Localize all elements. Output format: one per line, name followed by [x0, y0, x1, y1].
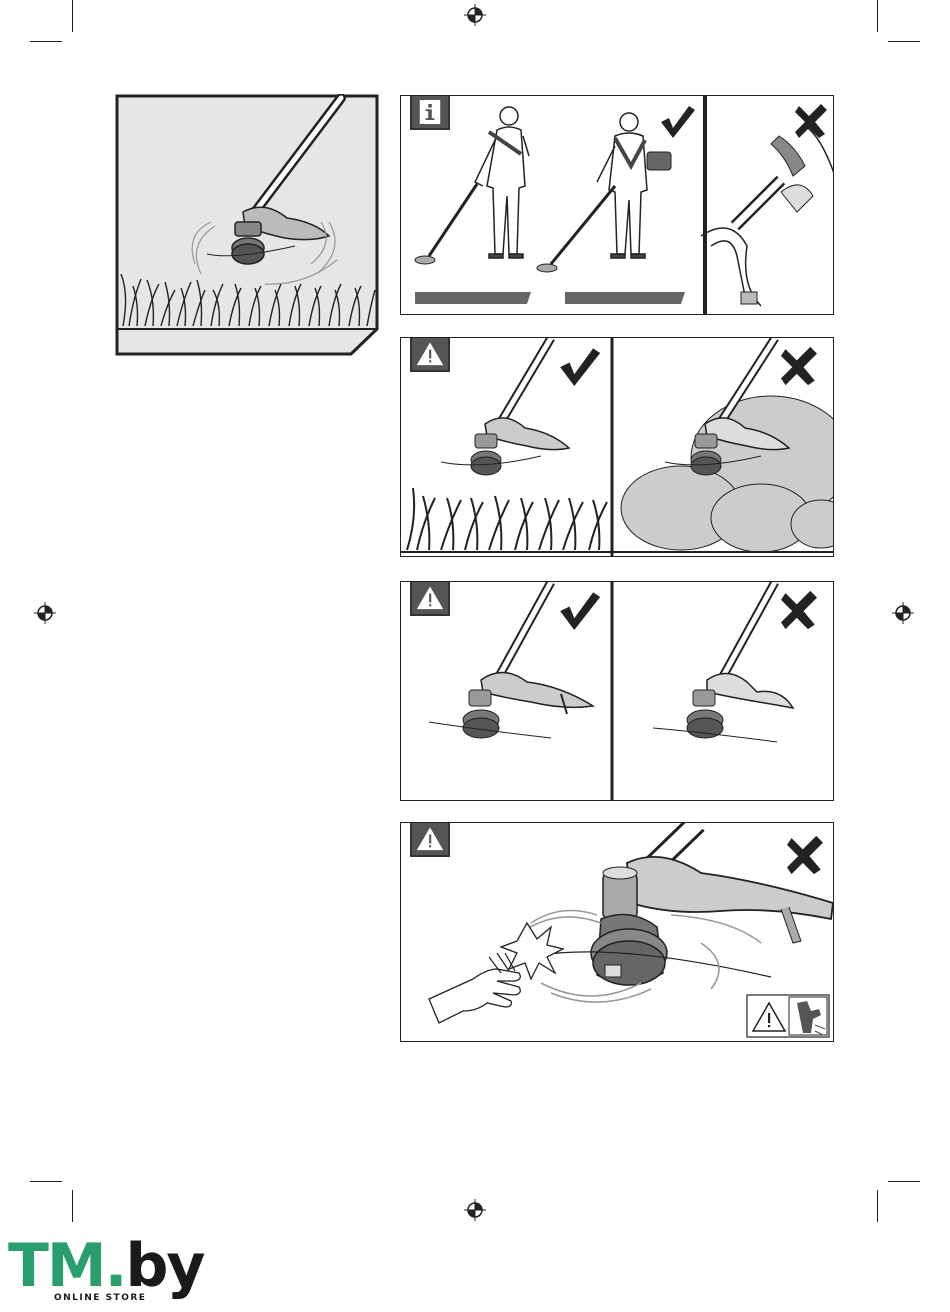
trim-mark	[30, 41, 62, 42]
check-mark-icon	[557, 590, 601, 630]
trim-mark	[30, 1181, 62, 1182]
cross-mark-icon	[795, 104, 827, 138]
trim-mark	[877, 1190, 878, 1222]
registration-mark-icon	[34, 602, 56, 624]
logo-brand-dot: .	[105, 1231, 126, 1301]
overview-panel	[115, 94, 380, 356]
trim-mark	[888, 1181, 920, 1182]
check-mark-icon	[659, 104, 695, 138]
trim-mark	[877, 0, 878, 32]
registration-mark-icon	[464, 4, 486, 26]
guard-fitted-panel	[400, 581, 834, 801]
cross-mark-icon	[787, 835, 823, 875]
check-mark-icon	[557, 346, 601, 386]
trim-mark	[888, 41, 920, 42]
cross-mark-icon	[781, 590, 817, 630]
registration-mark-icon	[464, 1199, 486, 1221]
tmby-logo[interactable]: TM.by ONLINE STORE	[8, 1236, 158, 1306]
trim-mark	[72, 0, 73, 32]
warning-icon	[747, 995, 789, 1037]
logo-tagline: ONLINE STORE	[54, 1293, 146, 1303]
registration-mark-icon	[892, 602, 914, 624]
logo-wordmark: TM.by	[8, 1236, 204, 1296]
logo-brand-suffix: by	[125, 1231, 203, 1301]
harness-panel	[400, 95, 834, 315]
hand-injury-panel	[400, 822, 834, 1042]
logo-brand-main: TM	[8, 1231, 105, 1301]
trim-mark	[72, 1190, 73, 1222]
grass-vs-bushes-panel	[400, 337, 834, 557]
cut-hand-icon	[789, 997, 827, 1035]
cross-mark-icon	[781, 346, 817, 386]
